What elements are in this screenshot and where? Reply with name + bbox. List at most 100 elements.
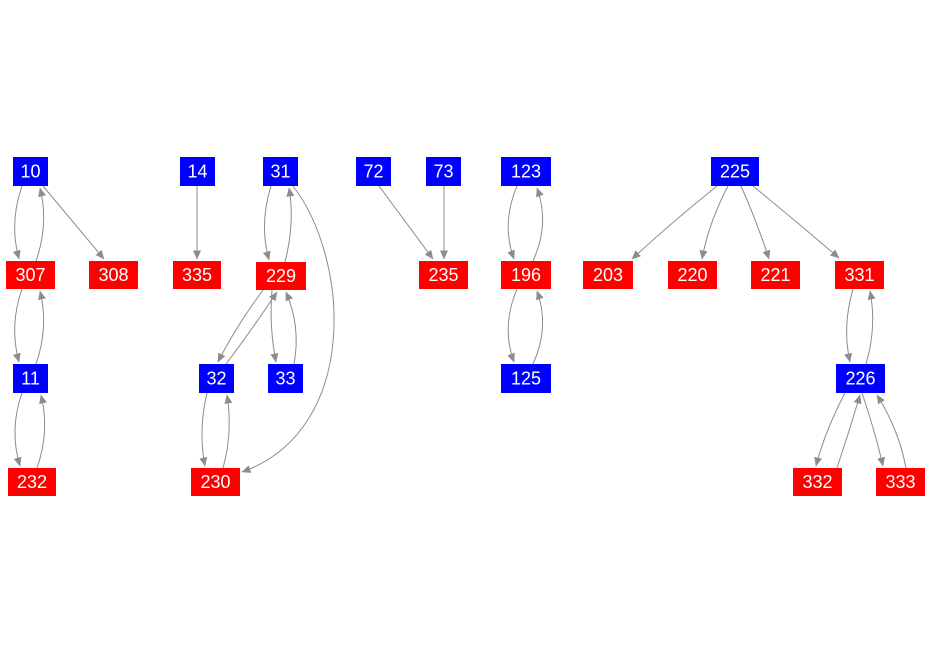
edge-232-11 <box>36 394 47 469</box>
edge-225-221 <box>740 185 771 260</box>
edge-123-196 <box>507 185 518 260</box>
edge-31-230 <box>241 185 335 473</box>
node-box-red <box>419 261 468 289</box>
node-box-red <box>256 262 306 290</box>
node-label: 335 <box>182 265 212 285</box>
node-label: 221 <box>760 265 790 285</box>
edge-226-333 <box>861 392 886 467</box>
node-label: 14 <box>187 162 207 182</box>
graph-node-226: 226 <box>836 364 885 393</box>
node-label: 73 <box>433 162 453 182</box>
node-label: 123 <box>511 162 541 182</box>
edge-layer <box>12 185 907 473</box>
edge-11-307 <box>35 290 46 365</box>
node-box-red <box>668 261 717 289</box>
edge-226-332 <box>814 392 846 467</box>
graph-node-307: 307 <box>6 261 55 289</box>
graph-node-232: 232 <box>8 468 56 496</box>
edge-125-196 <box>532 290 544 365</box>
node-label: 31 <box>270 162 290 182</box>
graph-node-332: 332 <box>793 468 842 496</box>
graph-node-335: 335 <box>173 261 221 289</box>
edge-229-32 <box>217 289 264 363</box>
edge-225-203 <box>631 185 718 260</box>
graph-node-333: 333 <box>876 468 925 496</box>
edge-229-33 <box>270 289 279 363</box>
node-label: 33 <box>275 369 295 389</box>
node-box-blue <box>13 364 48 393</box>
edge-225-220 <box>699 185 729 260</box>
node-box-blue <box>426 157 461 186</box>
node-label: 232 <box>17 472 47 492</box>
node-box-red <box>876 468 925 496</box>
node-box-red <box>501 261 551 289</box>
edge-225-331 <box>752 185 840 259</box>
node-label: 333 <box>885 472 915 492</box>
node-label: 10 <box>20 162 40 182</box>
edge-333-226 <box>876 394 907 469</box>
edge-10-308 <box>42 185 105 260</box>
edge-32-229 <box>225 291 278 365</box>
node-label: 32 <box>206 369 226 389</box>
edge-10-307 <box>12 185 23 260</box>
node-layer: 10 14 31 72 73 123 225 307 308 335 229 235 196 203 220… <box>6 157 925 496</box>
node-label: 230 <box>200 472 230 492</box>
node-label: 196 <box>511 265 541 285</box>
node-label: 226 <box>845 369 875 389</box>
node-box-red <box>793 468 842 496</box>
graph-node-235: 235 <box>419 261 468 289</box>
node-label: 72 <box>363 162 383 182</box>
graph-node-11: 11 <box>13 364 48 393</box>
node-label: 307 <box>15 265 45 285</box>
edge-33-229 <box>285 291 297 365</box>
edge-230-32 <box>222 394 233 469</box>
node-label: 235 <box>428 265 458 285</box>
node-box-red <box>8 468 56 496</box>
node-label: 332 <box>802 472 832 492</box>
edge-226-331 <box>865 290 876 365</box>
edge-331-226 <box>844 288 854 363</box>
graph-node-125: 125 <box>501 364 551 393</box>
graph-node-196: 196 <box>501 261 551 289</box>
graph-node-72: 72 <box>356 157 391 186</box>
node-label: 11 <box>21 369 40 389</box>
graph-node-203: 203 <box>583 261 633 289</box>
node-box-red <box>173 261 221 289</box>
edge-196-123 <box>532 187 544 262</box>
node-label: 203 <box>593 265 623 285</box>
edge-11-232 <box>13 392 23 467</box>
node-box-blue <box>711 157 759 186</box>
node-box-red <box>191 468 240 496</box>
node-box-blue <box>180 157 215 186</box>
graph-node-230: 230 <box>191 468 240 496</box>
node-label: 220 <box>677 265 707 285</box>
node-label: 331 <box>844 265 874 285</box>
node-box-blue <box>836 364 885 393</box>
graph-node-229: 229 <box>256 262 306 290</box>
graph-node-225: 225 <box>711 157 759 186</box>
node-box-blue <box>501 157 551 186</box>
graph-node-73: 73 <box>426 157 461 186</box>
graph-node-331: 331 <box>835 261 884 289</box>
node-box-blue <box>263 157 298 186</box>
node-label: 229 <box>266 266 296 286</box>
node-box-red <box>89 261 138 289</box>
graph-node-123: 123 <box>501 157 551 186</box>
edge-32-230 <box>199 392 208 467</box>
graph-node-32: 32 <box>199 364 234 393</box>
node-box-red <box>835 261 884 289</box>
node-label: 308 <box>98 265 128 285</box>
edge-31-229 <box>262 185 272 261</box>
graph-node-14: 14 <box>180 157 215 186</box>
node-box-blue <box>199 364 234 393</box>
edge-229-31 <box>284 187 295 263</box>
node-box-red <box>583 261 633 289</box>
graph-node-220: 220 <box>668 261 717 289</box>
node-label: 125 <box>511 369 541 389</box>
node-box-blue <box>356 157 391 186</box>
graph-node-31: 31 <box>263 157 298 186</box>
edge-307-11 <box>12 288 23 363</box>
node-box-red <box>6 261 55 289</box>
